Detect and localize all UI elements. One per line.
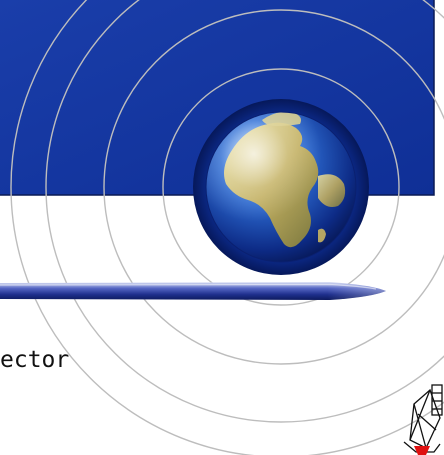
detector-schematic-icon bbox=[403, 384, 443, 453]
radio-wave-rings-icon bbox=[10, 0, 444, 455]
globe-icon bbox=[193, 99, 369, 275]
detector-red-marker bbox=[414, 446, 430, 455]
divider-bar bbox=[0, 282, 386, 300]
slide-text-fragment: ector bbox=[0, 347, 70, 373]
